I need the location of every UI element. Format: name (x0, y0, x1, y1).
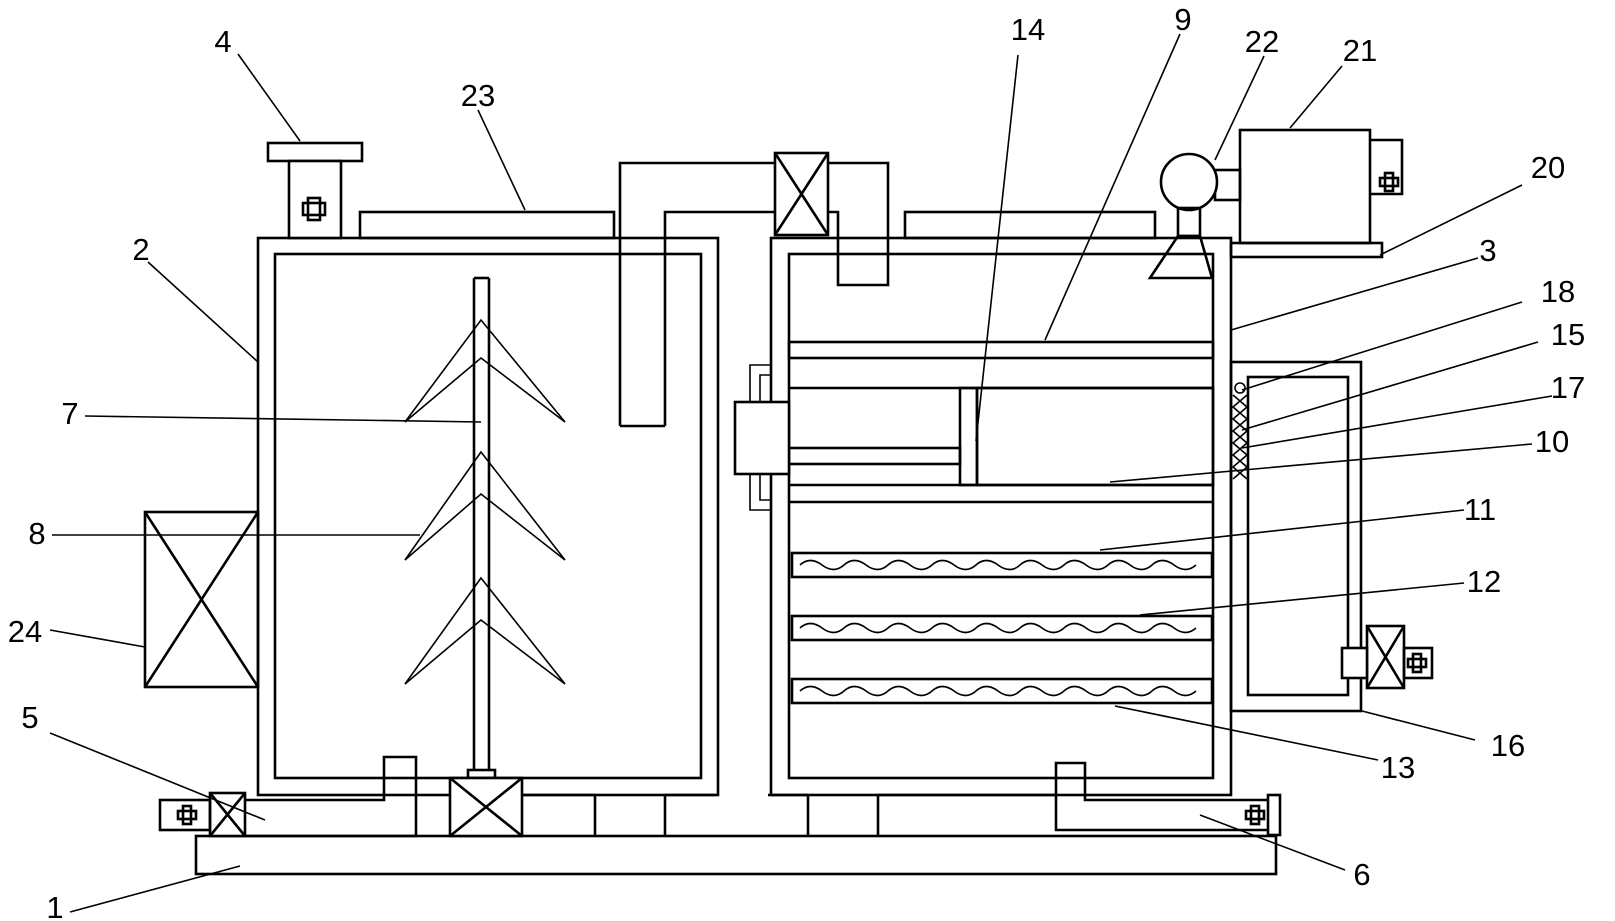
valve-knob-icon (176, 804, 198, 826)
blower-motor (1238, 128, 1372, 245)
left-cover-plate (358, 210, 616, 240)
label-20: 20 (1531, 150, 1565, 185)
label-4: 4 (214, 24, 231, 59)
label-14: 14 (1011, 12, 1045, 47)
label-1: 1 (46, 890, 63, 921)
valve-knob-icon (301, 196, 327, 222)
valve-knob-icon (1244, 804, 1266, 826)
label-10: 10 (1535, 424, 1569, 459)
left-outlet-pipe (158, 755, 418, 838)
leader-lines (49, 33, 1553, 913)
stirrer-blades (404, 318, 566, 685)
label-9: 9 (1174, 2, 1191, 37)
connecting-duct (618, 151, 890, 428)
right-tank (769, 236, 1233, 797)
label-7: 7 (61, 396, 78, 431)
valve-knob-icon (1406, 652, 1428, 674)
right-outlet-pipe (1054, 761, 1282, 837)
label-11: 11 (1464, 492, 1496, 527)
label-5: 5 (21, 700, 38, 735)
label-2: 2 (132, 232, 149, 267)
stirrer (404, 276, 566, 780)
label-3: 3 (1479, 233, 1496, 268)
label-6: 6 (1353, 857, 1370, 892)
label-23: 23 (461, 78, 495, 113)
side-collector (1229, 360, 1434, 713)
part-number-labels: 4 23 2 7 8 24 5 1 6 14 9 22 21 20 3 18 1… (8, 2, 1585, 921)
filter-layers (790, 551, 1214, 705)
base-plate (194, 834, 1278, 876)
label-22: 22 (1245, 24, 1279, 59)
label-13: 13 (1381, 750, 1415, 785)
label-8: 8 (28, 516, 45, 551)
right-cover-plate (903, 210, 1157, 240)
label-16: 16 (1491, 728, 1525, 763)
top-vent (266, 141, 364, 240)
label-21: 21 (1343, 33, 1377, 68)
label-15: 15 (1551, 317, 1585, 352)
label-17: 17 (1551, 370, 1585, 405)
centrifugal-fan (1147, 152, 1242, 280)
label-12: 12 (1467, 564, 1501, 599)
label-24: 24 (8, 614, 42, 649)
motor-bracket (1370, 138, 1404, 196)
label-18: 18 (1541, 274, 1575, 309)
side-motor-box (143, 510, 260, 689)
base-supports (522, 793, 1056, 836)
motor-platform (1229, 241, 1384, 259)
seal-stack (1231, 382, 1249, 480)
stirrer-motor (448, 776, 524, 838)
valve-knob-icon (1378, 171, 1400, 193)
press-assembly (733, 340, 1215, 511)
